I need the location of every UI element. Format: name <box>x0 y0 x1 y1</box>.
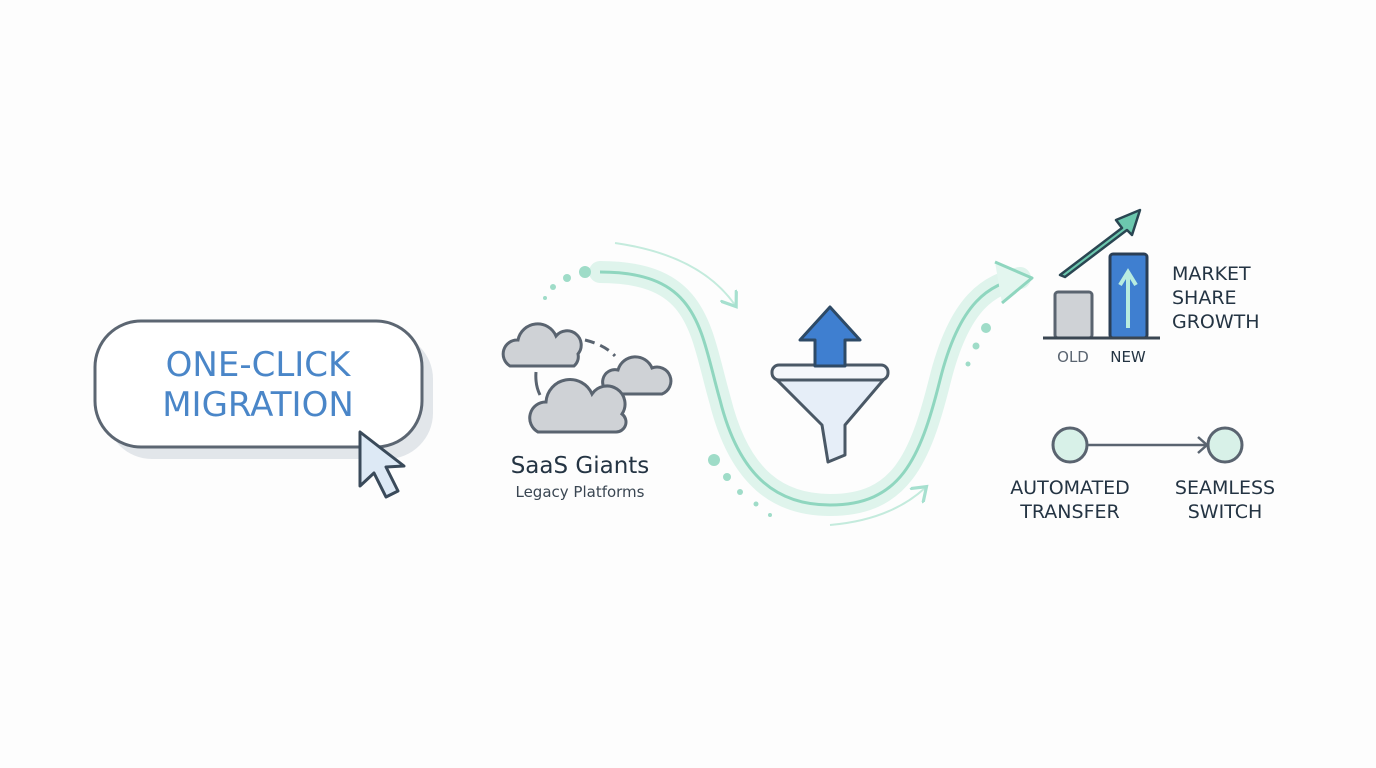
upload-arrow-icon <box>798 305 862 368</box>
migration-flow-curve <box>543 242 1034 526</box>
button-label-line1: ONE-CLICK <box>166 345 352 385</box>
bar-label-old: OLD <box>1057 348 1089 366</box>
transfer-flow <box>1051 426 1244 464</box>
bar-label-new: NEW <box>1110 348 1146 366</box>
from-label-line1: AUTOMATED <box>1010 477 1130 499</box>
chart-title-line2: SHARE <box>1172 287 1237 309</box>
node-seamless-switch <box>1206 426 1244 464</box>
growth-arrow-icon <box>1058 208 1142 279</box>
market-share-chart: OLD NEW <box>1043 208 1160 366</box>
chart-title-line3: GROWTH <box>1172 311 1260 333</box>
cloud-icons <box>501 322 673 434</box>
source-title: SaaS Giants <box>511 453 650 479</box>
to-label-line1: SEAMLESS <box>1175 477 1275 499</box>
bar-old <box>1053 290 1094 340</box>
chart-title-line1: MARKET <box>1172 263 1251 285</box>
to-label-line2: SWITCH <box>1188 501 1263 523</box>
button-label-line2: MIGRATION <box>162 385 354 425</box>
funnel-icon <box>770 363 890 464</box>
from-label-line2: TRANSFER <box>1019 501 1119 523</box>
node-automated-transfer <box>1051 426 1089 464</box>
source-subtitle: Legacy Platforms <box>515 483 644 501</box>
cursor-icon <box>358 430 406 499</box>
one-click-migration-button[interactable]: ONE-CLICK MIGRATION <box>93 319 433 459</box>
